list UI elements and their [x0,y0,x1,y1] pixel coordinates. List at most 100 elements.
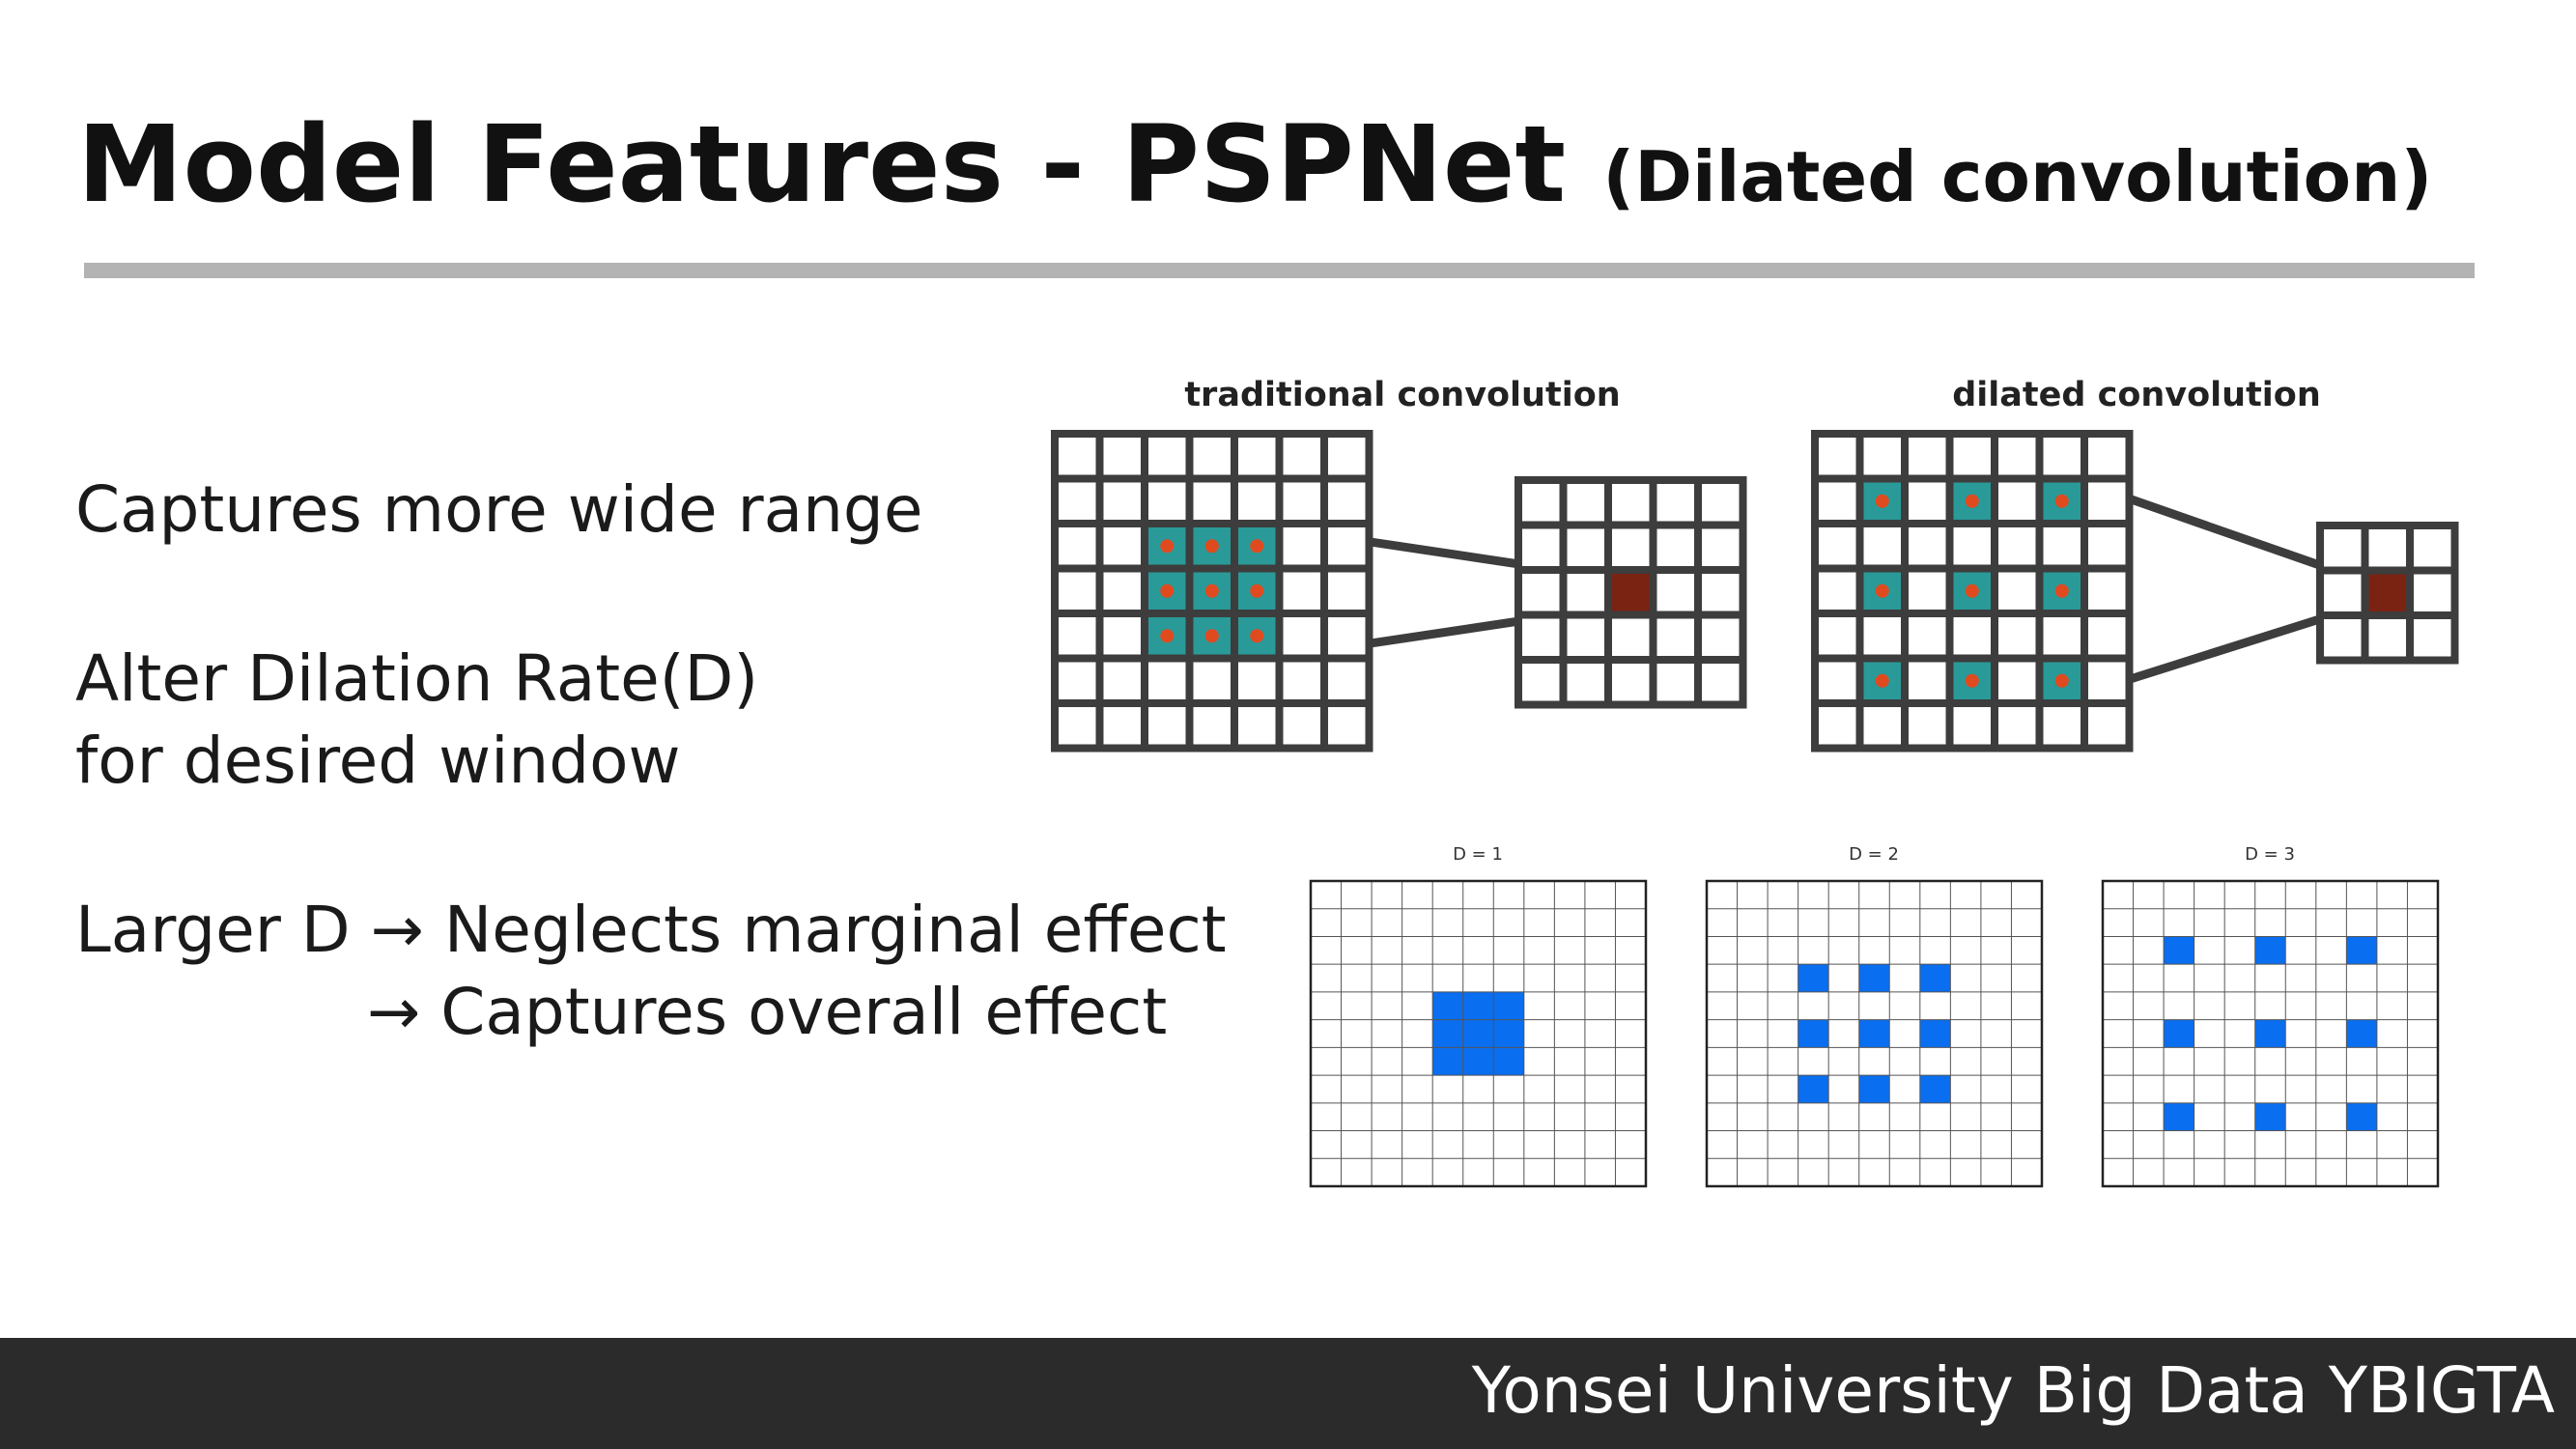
traditional-input-cell [1059,707,1096,745]
traditional-output-cell [1702,484,1740,522]
traditional-output-cell [1656,664,1694,701]
d3-grid-active-cell [2164,936,2194,965]
traditional-input-cell [1148,438,1186,475]
traditional-input-kernel-dot [1250,539,1264,554]
dilated-input-cell [1953,707,1991,745]
title-main: Model Features - PSPNet [77,102,1567,226]
d2-grid-active-cell [1858,964,1890,992]
traditional-output-cell [1702,618,1740,656]
dilated-input-cell [1909,662,1946,699]
dilated-output-cell [2368,574,2406,611]
bullet-larger-d: Larger D → Neglects marginal effect [75,893,1227,967]
bullet-desired-window: for desired window [75,724,681,798]
traditional-input-cell [1283,662,1320,699]
dilated-input-cell [1998,527,2036,565]
traditional-convolution-label: traditional convolution [1184,376,1620,414]
dilated-input-cell [1819,438,1856,475]
traditional-input-cell [1328,662,1366,699]
traditional-output-cell [1522,574,1560,611]
dilated-input-cell [1863,617,1901,655]
footer-text: Yonsei University Big Data YBIGTA [1471,1353,2555,1428]
traditional-input-cell [1328,572,1366,610]
traditional-input-kernel-dot [1160,539,1175,554]
traditional-input-cell [1148,482,1186,520]
dilated-output-cell [2414,529,2451,567]
bullet-alter-dilation: Alter Dilation Rate(D) [75,641,759,716]
traditional-input-cell [1103,617,1141,655]
title-subtitle: (Dilated convolution) [1602,136,2433,217]
dilated-input-cell [1998,482,2036,520]
traditional-input-cell [1283,572,1320,610]
d3-grid-active-cell [2254,1102,2286,1131]
dilated-input-cell [1953,438,1991,475]
traditional-input-cell [1283,482,1320,520]
d1-grid-active-cell [1432,1019,1463,1048]
traditional-input-kernel-dot [1204,629,1219,643]
traditional-input-cell [1193,482,1231,520]
traditional-output-cell [1522,528,1560,566]
dilated-input-kernel-dot [1875,494,1889,508]
d2-grid-active-cell [1919,964,1951,992]
dilated-input-cell [2088,527,2126,565]
dilated-input-cell [2088,707,2126,745]
dilated-input-cell [2043,527,2081,565]
d3-grid-border [2101,879,2440,1188]
dilated-input-cell [1909,438,1946,475]
traditional-input-cell [1059,438,1096,475]
traditional-output-cell [1656,484,1694,522]
d3-grid-active-cell [2346,1019,2377,1048]
dilated-input-cell [1998,617,2036,655]
d2-grid-active-cell [1858,1019,1890,1048]
dilated-input-cell [1909,527,1946,565]
dilated-input-cell [1998,572,2036,610]
traditional-output-cell [1656,618,1694,656]
d3-grid-active-cell [2164,1102,2194,1131]
d2-grid-active-cell [1798,964,1829,992]
traditional-output-cell [1567,664,1604,701]
bullet-overall-effect: → Captures overall effect [367,975,1168,1049]
traditional-input-cell [1103,438,1141,475]
traditional-input-cell [1238,707,1276,745]
traditional-output-cell [1612,528,1650,566]
label-d1: D = 1 [1453,844,1503,865]
traditional-input-cell [1328,707,1366,745]
d2-grid-active-cell [1798,1075,1829,1103]
d1-grid-active-cell [1462,1047,1494,1076]
dilated-input-cell [1953,617,1991,655]
dilated-input-cell [2088,438,2126,475]
footer-bar: Yonsei University Big Data YBIGTA [0,1338,2576,1449]
bullet-wide-range: Captures more wide range [75,472,923,547]
traditional-input-cell [1103,662,1141,699]
dilated-input-cell [1863,527,1901,565]
traditional-input-cell [1283,527,1320,565]
traditional-input-cell [1193,438,1231,475]
dilated-output-cell [2324,574,2362,611]
dilated-output-cell [2414,574,2451,611]
dilated-output-cell [2368,529,2406,567]
traditional-input-cell [1193,662,1231,699]
dilated-input-kernel-dot [1875,583,1889,598]
dilated-input-kernel-dot [2054,583,2069,598]
d3-grid-active-cell [2254,1019,2286,1048]
traditional-input-cell [1328,617,1366,655]
dilated-input-cell [1953,527,1991,565]
dilated-input-cell [2088,572,2126,610]
traditional-input-kernel-dot [1160,583,1175,598]
dilated-input-cell [1909,482,1946,520]
traditional-input-cell [1238,438,1276,475]
traditional-input-cell [1059,617,1096,655]
traditional-input-kernel-dot [1160,629,1175,643]
traditional-input-kernel-dot [1204,583,1219,598]
traditional-output-cell [1567,528,1604,566]
traditional-output-cell [1656,528,1694,566]
dilated-input-cell [2043,707,2081,745]
traditional-output-cell [1567,618,1604,656]
page-title: Model Features - PSPNet (Dilated convolu… [77,111,2432,217]
traditional-output-cell [1612,574,1650,611]
traditional-input-cell [1103,482,1141,520]
dilated-input-cell [1819,707,1856,745]
dilated-input-kernel-dot [1965,494,1979,508]
dilated-input-cell [1819,482,1856,520]
traditional-output-cell [1612,618,1650,656]
traditional-input-cell [1148,707,1186,745]
